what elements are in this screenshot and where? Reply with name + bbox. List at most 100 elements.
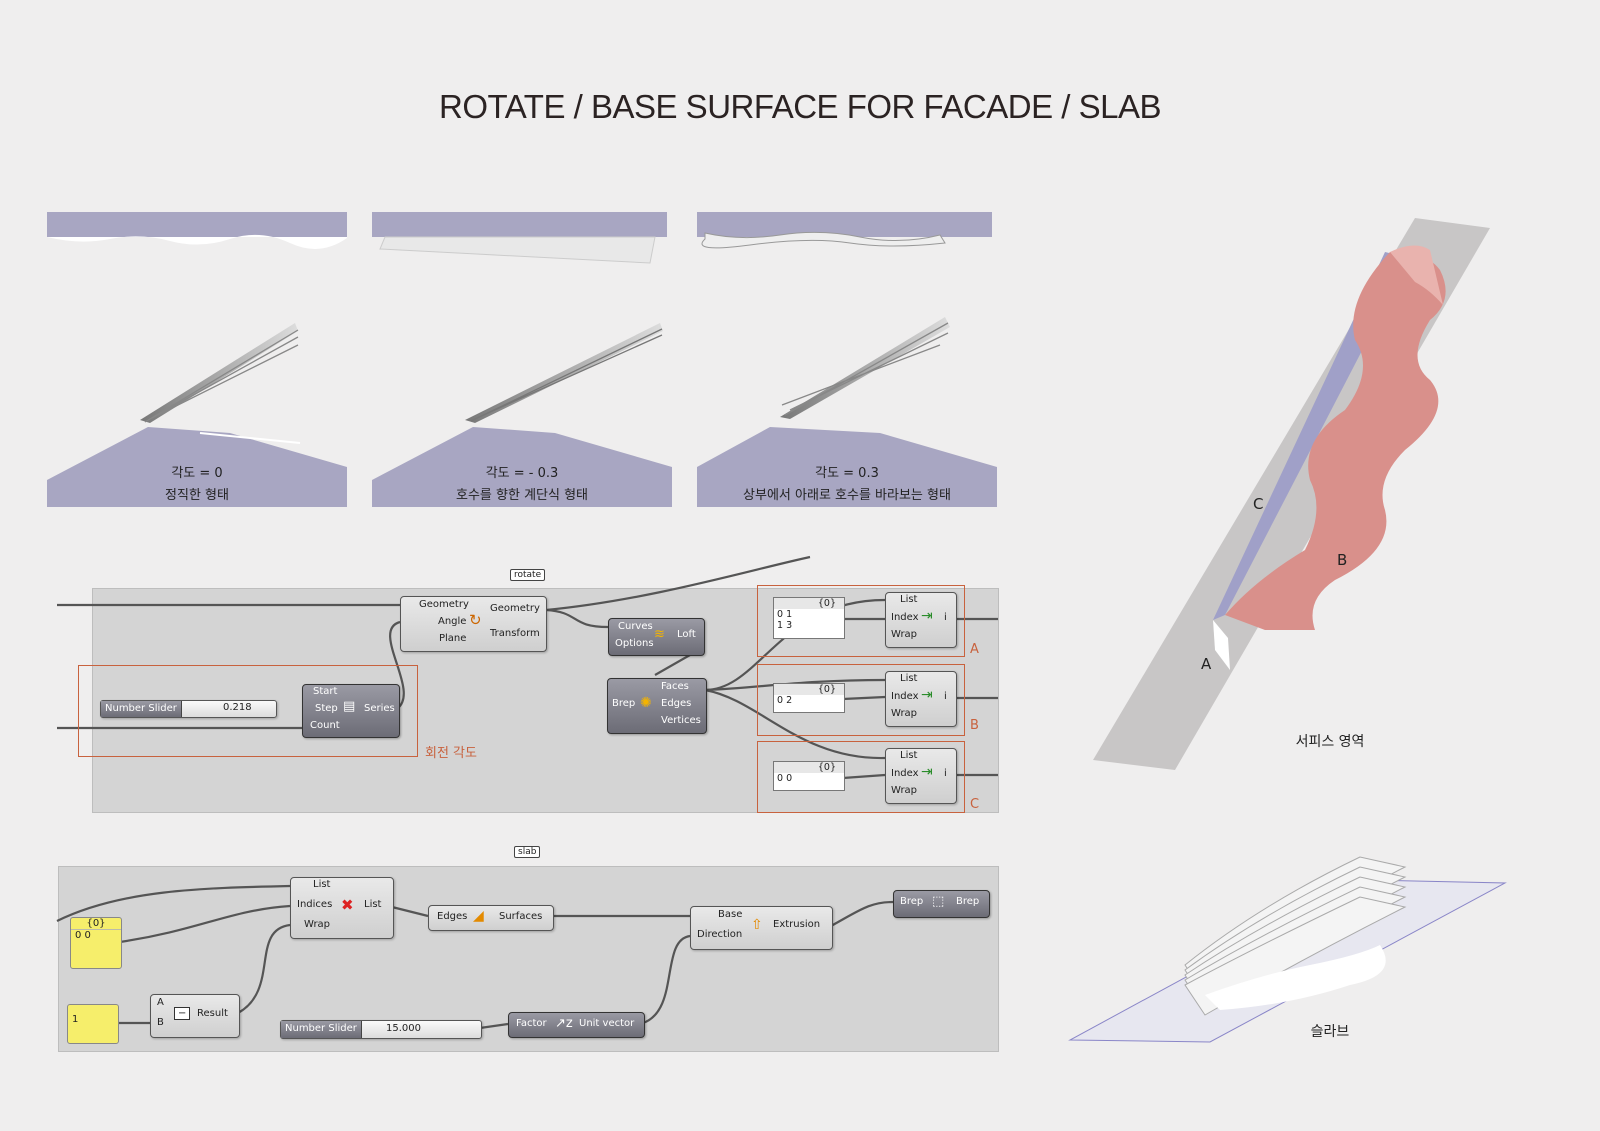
yellow-panel-2-row: 1 <box>72 1014 79 1025</box>
list-c-in-index: Index <box>891 768 919 779</box>
rotate-in-angle: Angle <box>438 616 467 627</box>
rotate-out-transform: Transform <box>490 628 540 639</box>
brep-in: Brep <box>900 896 924 907</box>
minus-out: Result <box>197 1008 228 1019</box>
loft-out: Loft <box>677 629 696 640</box>
minus-in-b: B <box>157 1017 164 1028</box>
deconstruct-out-vertices: Vertices <box>661 715 701 726</box>
list-a-in-index: Index <box>891 612 919 623</box>
list-b-in-index: Index <box>891 691 919 702</box>
yellow-panel-header: {0} <box>71 918 121 930</box>
extrude-component[interactable]: Base Direction ⇧ Extrusion <box>690 906 833 950</box>
panel-a-row-1: 1 3 <box>777 620 793 631</box>
list-c-in-wrap: Wrap <box>891 785 918 796</box>
rotate-tag: rotate <box>510 569 546 581</box>
list-b-in-list: List <box>900 673 918 684</box>
list-c-in-list: List <box>900 750 918 761</box>
loft-in-options: Options <box>615 638 654 649</box>
study-2-desc: 상부에서 아래로 호수를 바라보는 형태 <box>743 488 951 503</box>
list-item-c-component[interactable]: List Index Wrap ⇥ i <box>885 748 957 804</box>
slab-label: 슬라브 <box>1310 1024 1350 1040</box>
study-1-desc: 호수를 향한 계단식 형태 <box>456 488 588 503</box>
page-title: ROTATE / BASE SURFACE FOR FACADE / SLAB <box>439 88 1161 125</box>
study-0-desc: 정직한 형태 <box>165 488 229 503</box>
index-panel-a[interactable]: {0} 0 1 1 3 <box>773 597 845 639</box>
cull-in-list: List <box>313 879 331 890</box>
rotate-in-plane: Plane <box>439 633 467 644</box>
cull-in-wrap: Wrap <box>304 919 331 930</box>
brep-param-component[interactable]: Brep ⬚ Brep <box>893 890 990 918</box>
edgesrf-in: Edges <box>437 911 468 922</box>
angle-studies <box>47 212 997 507</box>
panel-c-row-0: 0 0 <box>777 773 793 784</box>
brep-icon: ⬚ <box>932 894 945 909</box>
slab-tag: slab <box>514 846 541 858</box>
list-item-b-component[interactable]: List Index Wrap ⇥ i <box>885 671 957 727</box>
loft-icon: ≋ <box>654 627 665 642</box>
series-in-step: Step <box>315 703 338 714</box>
series-component[interactable]: Start Step Count ▤ Series <box>302 684 400 738</box>
unitvec-out: Unit vector <box>579 1018 635 1029</box>
subtraction-component[interactable]: A B − Result <box>150 994 240 1038</box>
series-out: Series <box>364 703 395 714</box>
list-b-out: i <box>944 691 947 702</box>
yellow-panel-indices[interactable]: {0} 0 0 <box>70 917 122 969</box>
extrude-icon: ⇧ <box>751 917 763 933</box>
edge-surface-component[interactable]: Edges ◢ Surfaces <box>428 905 554 931</box>
yellow-panel-value[interactable]: 1 <box>67 1004 119 1044</box>
deconstruct-out-edges: Edges <box>661 698 692 709</box>
series-icon: ▤ <box>343 699 356 714</box>
loft-component[interactable]: Curves Options ≋ Loft <box>608 618 705 656</box>
rotate-in-geometry: Geometry <box>419 599 469 610</box>
slider-name: Number Slider <box>101 701 182 717</box>
deconstruct-icon: ✺ <box>640 695 652 711</box>
slab-view <box>1068 856 1507 1043</box>
minus-icon: − <box>174 1007 191 1020</box>
series-in-start: Start <box>313 686 338 697</box>
index-panel-b[interactable]: {0} 0 2 <box>773 683 845 713</box>
brep-out: Brep <box>956 896 980 907</box>
list-item-icon: ⇥ <box>921 687 933 703</box>
frame-a-label: A <box>970 642 979 657</box>
deconstruct-out-faces: Faces <box>661 681 689 692</box>
list-a-in-wrap: Wrap <box>891 629 918 640</box>
frame-c <box>757 741 965 813</box>
list-item-a-component[interactable]: List Index Wrap ⇥ i <box>885 592 957 648</box>
slab-number-slider[interactable]: Number Slider 15.000 <box>280 1020 482 1039</box>
rotate-number-slider[interactable]: Number Slider 0.218 <box>100 700 277 718</box>
slab-slider-value: 15.000 <box>386 1023 421 1034</box>
list-item-icon: ⇥ <box>921 764 933 780</box>
slider-value: 0.218 <box>223 702 252 713</box>
cull-out: List <box>364 899 382 910</box>
frame-b <box>757 664 965 736</box>
slab-slider-name: Number Slider <box>281 1021 362 1038</box>
facade-label: 서피스 영역 <box>1295 734 1365 750</box>
frame-b-label: B <box>970 718 979 733</box>
list-b-in-wrap: Wrap <box>891 708 918 719</box>
unit-vector-component[interactable]: Factor ↗z Unit vector <box>508 1012 645 1038</box>
extrude-in-direction: Direction <box>697 929 743 940</box>
unit-z-icon: ↗z <box>555 1016 573 1031</box>
study-1-angle: 각도 = - 0.3 <box>485 466 559 481</box>
rotate-icon: ↻ <box>469 611 482 629</box>
panel-a-header: {0} <box>774 598 844 609</box>
panel-b-header: {0} <box>774 684 844 695</box>
study-2-elevation <box>697 212 997 507</box>
index-panel-c[interactable]: {0} 0 0 <box>773 761 845 791</box>
cull-index-component[interactable]: List Indices Wrap ✖ List <box>290 877 394 939</box>
cull-icon: ✖ <box>341 896 354 914</box>
study-2-angle: 각도 = 0.3 <box>815 466 879 481</box>
study-1-elevation <box>372 212 672 507</box>
yellow-panel-row: 0 0 <box>75 930 91 941</box>
minus-in-a: A <box>157 997 164 1008</box>
list-c-out: i <box>944 768 947 779</box>
edge-surface-icon: ◢ <box>473 908 484 924</box>
panel-a-row-0: 0 1 <box>777 609 793 620</box>
facade-mark-a: A <box>1201 655 1212 673</box>
series-in-count: Count <box>310 720 340 731</box>
rotate-component[interactable]: Geometry Angle Plane ↻ Geometry Transfor… <box>400 596 547 652</box>
facade-mark-b: B <box>1337 551 1348 569</box>
list-a-in-list: List <box>900 594 918 605</box>
deconstruct-brep-component[interactable]: Brep ✺ Faces Edges Vertices <box>607 678 707 734</box>
frame-c-label: C <box>970 797 980 812</box>
